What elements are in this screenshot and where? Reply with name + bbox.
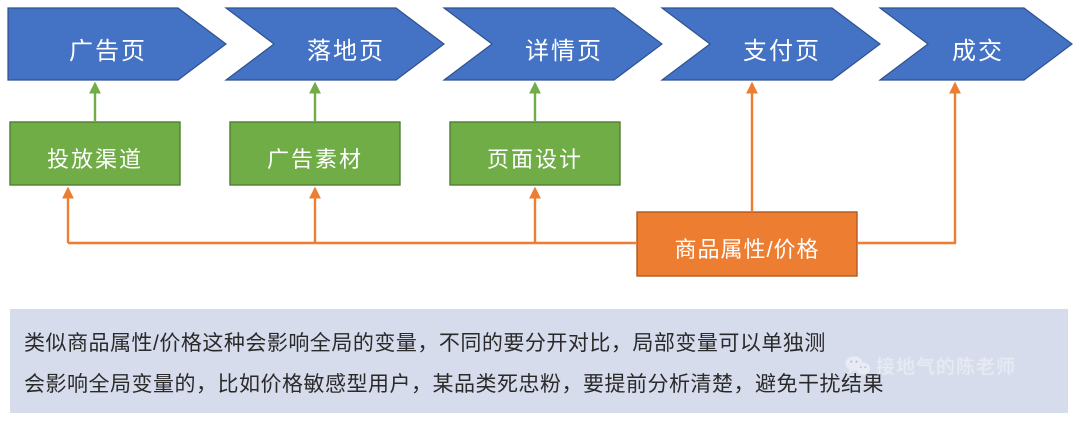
funnel-stage-shape-2[interactable] [224,7,445,81]
orange-branch-to-stage-5 [857,81,961,245]
global-variable-box[interactable] [636,211,858,277]
note-line-1: 类似商品属性/价格这种会影响全局的变量，不同的要分开对比，局部变量可以单独测 [24,332,826,355]
funnel-stage-shape-3[interactable] [442,7,663,81]
local-variable-box-2[interactable] [229,121,401,186]
note-line-2: 会影响全局变量的，比如价格敏感型用户，某品类死忠粉，要提前分析清楚，避免干扰结果 [24,373,884,396]
local-variable-label-2: 广告素材 [266,147,363,172]
local-variable-label-3: 页面设计 [486,147,583,172]
local-variable-box-1[interactable] [9,121,181,186]
note-panel: 类似商品属性/价格这种会影响全局的变量，不同的要分开对比，局部变量可以单独测 会… [10,309,1068,413]
global-variable-label: 商品属性/价格 [674,237,820,262]
local-variable-label-1: 投放渠道 [46,147,143,172]
funnel-stage-shape-1[interactable] [7,7,227,81]
funnel-stage-shape-4[interactable] [660,7,881,81]
local-variable-box-3[interactable] [449,121,621,186]
funnel-stage-shape-5[interactable] [878,7,1073,81]
